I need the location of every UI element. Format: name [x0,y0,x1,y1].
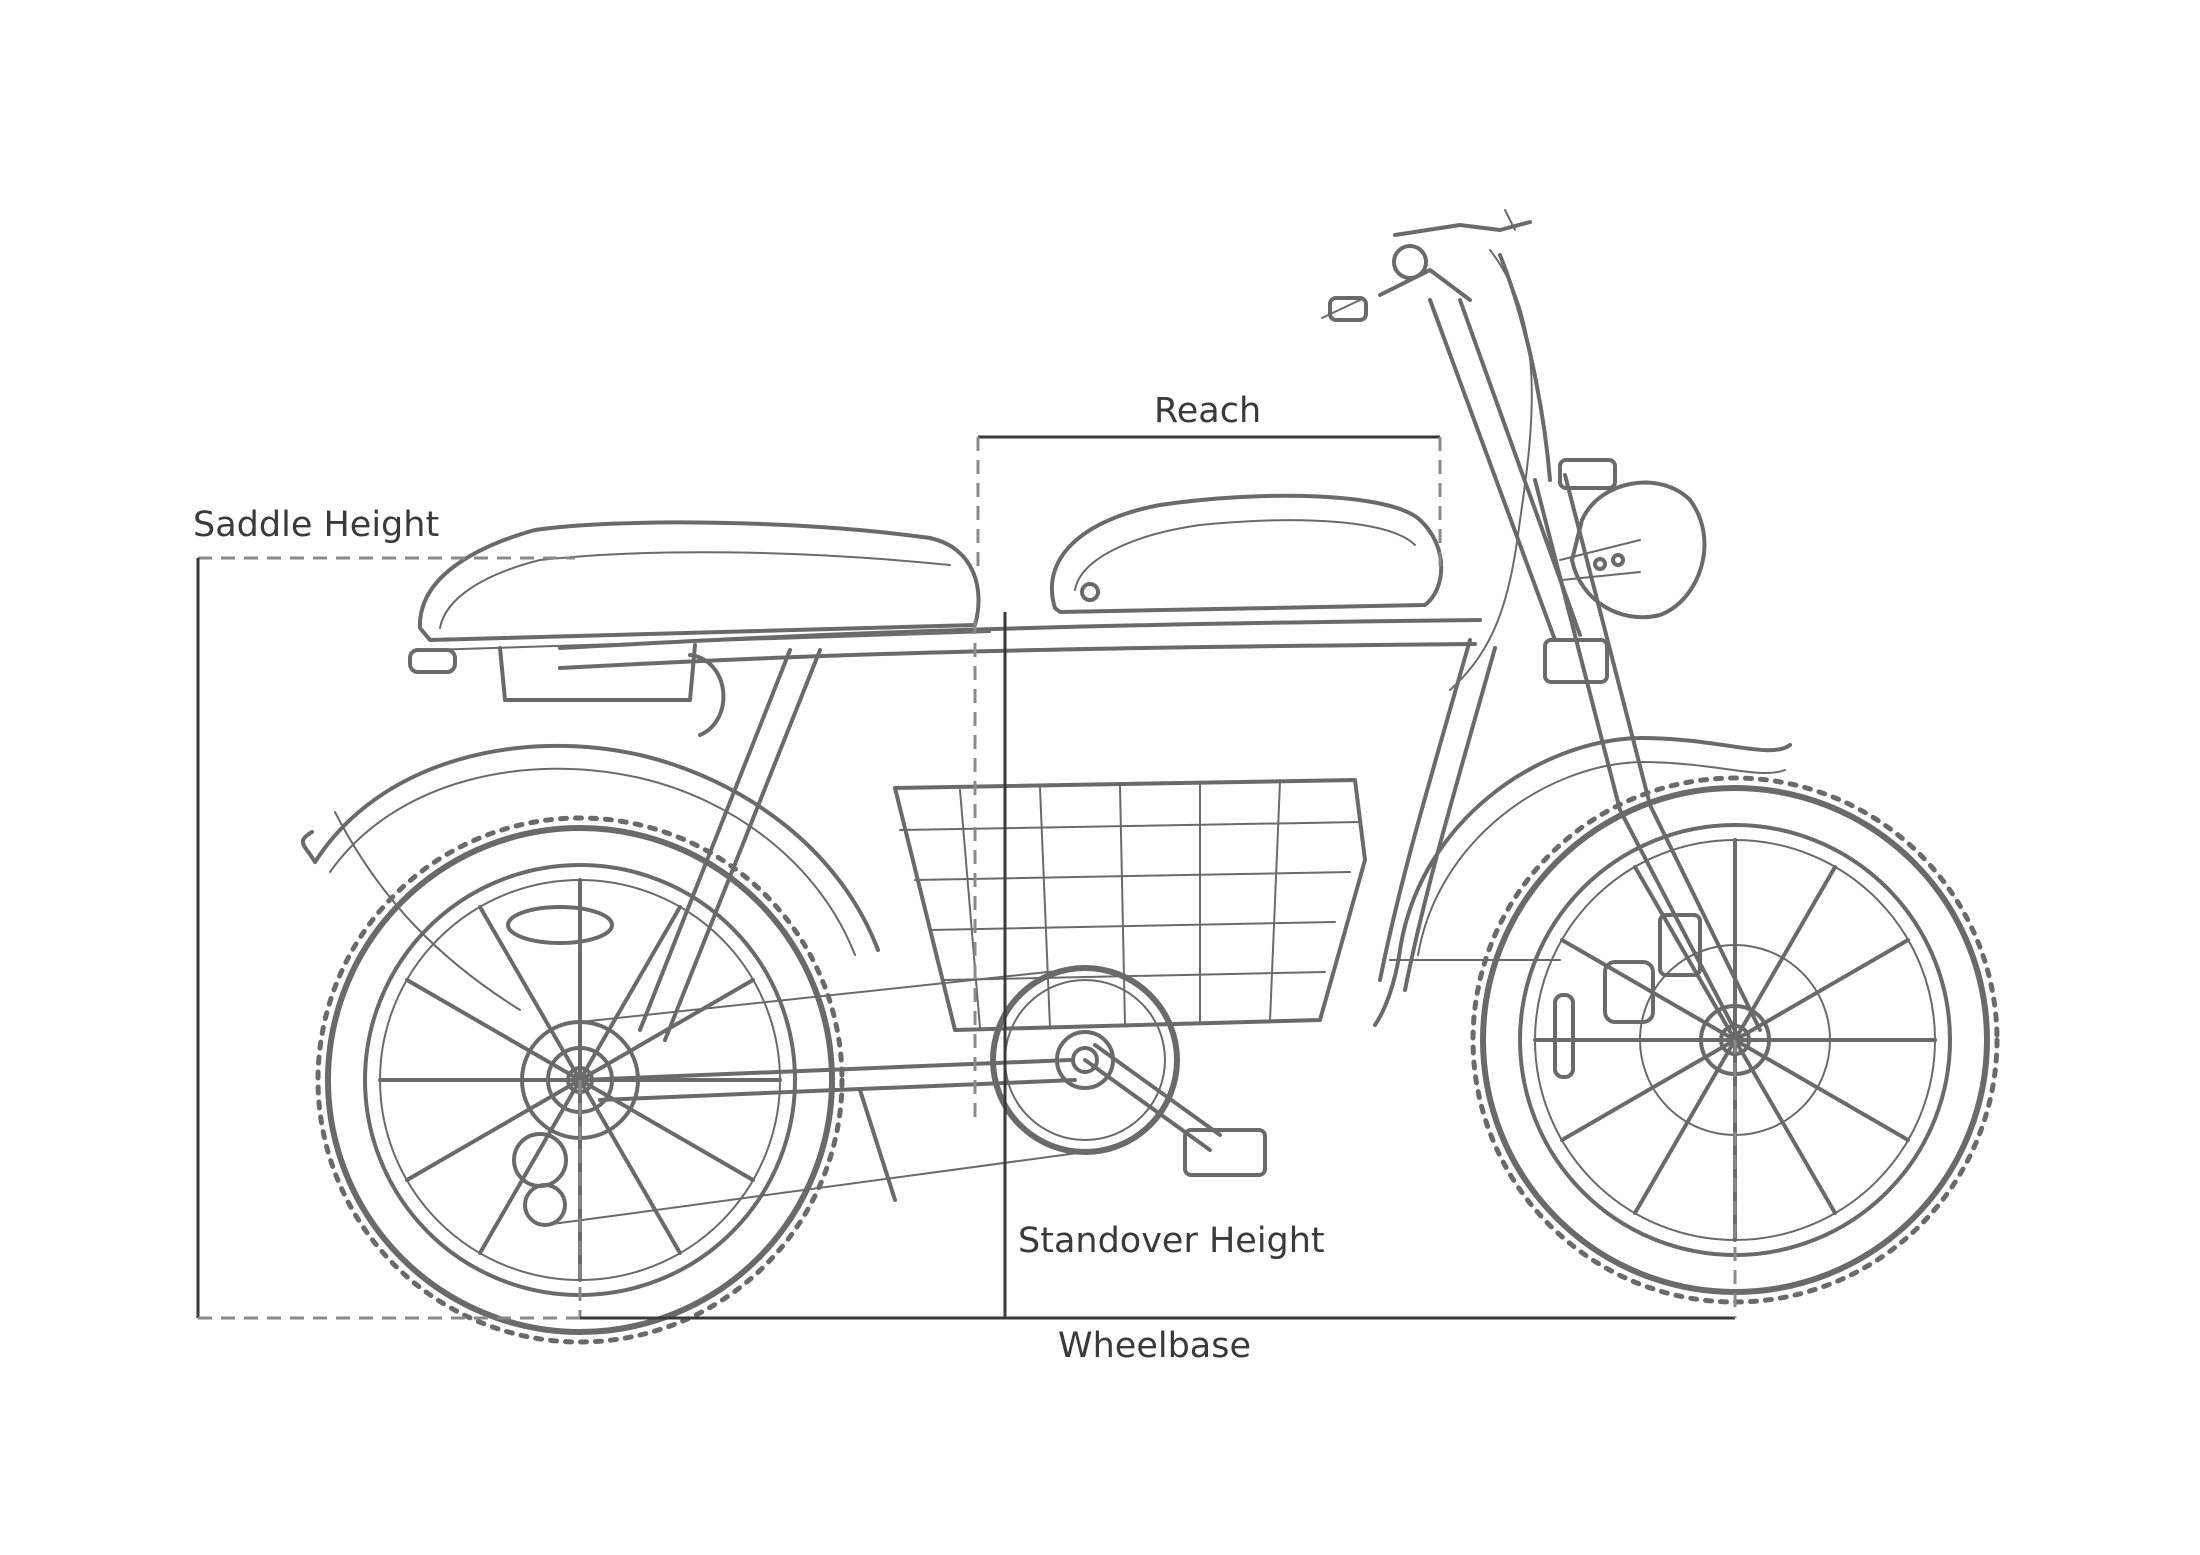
stem [1428,298,1557,642]
wheelbase-label: Wheelbase [1058,1326,1252,1366]
rear-fender [313,743,880,952]
bike-illustration [300,209,2000,1345]
headlight [1559,480,1707,620]
reach-label: Reach [1154,391,1262,431]
crankset [990,965,1267,1177]
down-tube [1378,638,1472,982]
saddle-height-label: Saddle Height [193,505,440,545]
standover-height-label: Standover Height [1018,1221,1325,1261]
handlebar [1321,209,1532,322]
dimension-lines [196,435,1737,1320]
chain-stay [578,1058,1072,1082]
kickstand [858,1088,897,1202]
tank [1049,493,1444,614]
basket [893,778,1367,1032]
top-tube [558,618,1482,650]
chain [579,967,1086,1023]
battery-box [498,643,697,702]
seat-stay [638,648,792,1032]
seat [417,520,981,642]
